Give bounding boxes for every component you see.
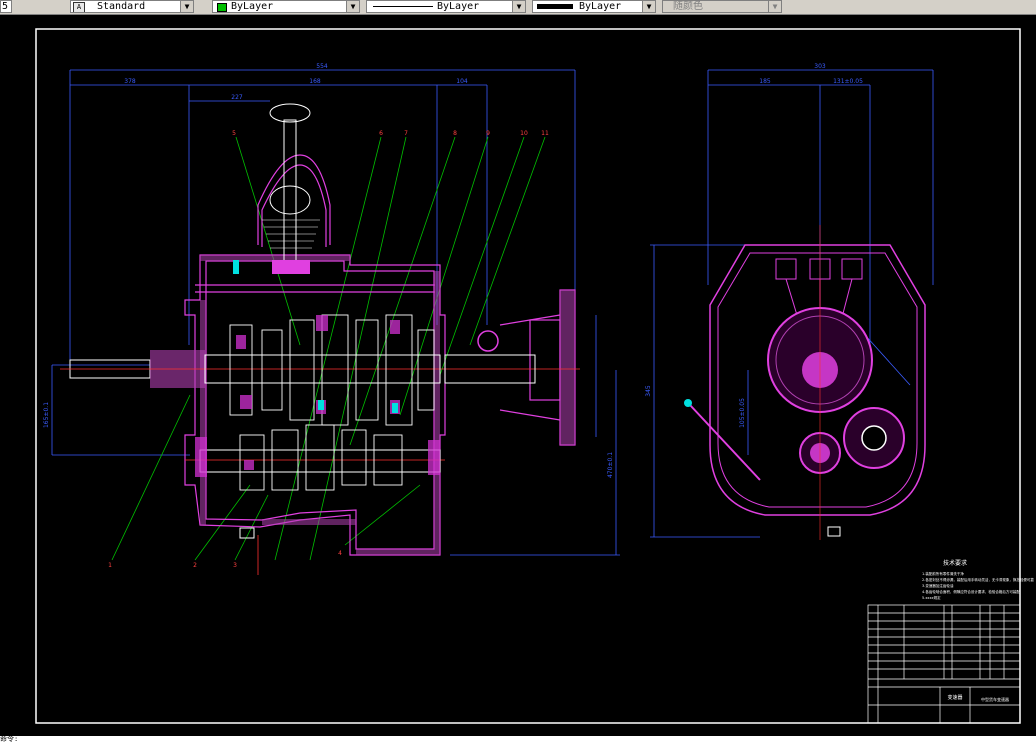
dim-side-inner: 105±0.05 [739,398,746,428]
svg-text:6: 6 [379,130,383,137]
chevron-down-icon: ▼ [768,1,781,12]
side-dimension-lines [650,69,934,538]
dim-left: 378 [124,78,136,85]
text-style-icon: A [73,2,85,12]
chevron-down-icon: ▼ [346,1,359,12]
bearing-markers [233,260,398,413]
gearbox-section-view[interactable]: 554 378 168 227 104 165±0.1 470±0.1 5 6 … [43,63,620,575]
drawing-name: 变速器 [947,694,962,701]
lineweight-preview-icon [537,4,573,9]
dipstick [689,404,761,481]
svg-text:10: 10 [520,130,528,137]
side-drain-plug [827,526,841,537]
dim-top-total: 554 [316,63,328,70]
svg-text:4.各齿轮啮合面积、侧隙应符合设计要求，检验合格后方可装配: 4.各齿轮啮合面积、侧隙应符合设计要求，检验合格后方可装配 [922,589,1020,594]
shift-lever [262,103,320,274]
svg-text:2.各密封处不得渗漏，装配后用手转动灵活，无卡滞现象，换挡轻: 2.各密封处不得渗漏，装配后用手转动灵活，无卡滞现象，换挡轻便可靠 [922,577,1034,582]
sheet-border [35,28,1021,724]
command-line[interactable]: 命令: [0,736,1036,743]
text-style-dropdown[interactable]: A Standard ▼ [70,0,194,13]
dim-vert-right: 470±0.1 [607,452,614,478]
svg-text:5.xxxx规定: 5.xxxx规定 [922,595,941,600]
properties-toolbar: 5 A Standard ▼ ByLayer ▼ ByLayer ▼ ByLay… [0,0,1036,15]
svg-text:7: 7 [404,130,408,137]
technical-notes: 技术要求 1.装配前所有零件清洗干净 2.各密封处不得渗漏，装配后用手转动灵活，… [922,559,1034,600]
housing-hatch [200,255,575,555]
gear-cluster [229,314,435,491]
dipstick-cap [684,399,692,407]
svg-text:9: 9 [486,130,490,137]
drawing-canvas[interactable]: 554 378 168 227 104 165±0.1 470±0.1 5 6 … [0,15,1036,736]
svg-text:1: 1 [108,562,112,569]
svg-text:11: 11 [541,130,549,137]
dimension-lines [51,69,620,556]
svg-text:3: 3 [233,562,237,569]
svg-text:1.装配前所有零件清洗干净: 1.装配前所有零件清洗干净 [922,571,964,576]
part-callouts: 5 6 7 8 9 10 11 1 2 3 4 [108,130,549,569]
notes-title: 技术要求 [943,559,967,567]
dim-side-vert: 345 [645,385,652,397]
dim-right: 104 [456,78,468,85]
color-swatch [217,3,227,12]
dim-227: 227 [231,94,243,101]
chevron-down-icon: ▼ [180,1,193,12]
layer-dropdown-fragment[interactable]: 5 [0,0,12,13]
svg-text:8: 8 [453,130,457,137]
chevron-down-icon: ▼ [642,1,655,12]
svg-text:3.变速器加注齿轮油: 3.变速器加注齿轮油 [922,583,954,588]
gearbox-side-view[interactable]: 303 185 131±0.05 345 105±0.05 [645,63,934,540]
linetype-preview-icon [373,6,433,7]
linetype-dropdown[interactable]: ByLayer ▼ [366,0,526,13]
svg-text:5: 5 [232,130,236,137]
plot-style-dropdown[interactable]: 随颜色 ▼ [662,0,782,13]
dim-side-right: 131±0.05 [833,78,863,85]
drawing-number: 中型货车变速器 [981,696,1009,702]
drain-plug [239,527,255,539]
color-dropdown[interactable]: ByLayer ▼ [212,0,360,13]
dim-mid: 168 [309,78,321,85]
svg-text:4: 4 [338,550,342,557]
speedometer-gear [477,330,499,352]
gear-highlights [195,315,440,477]
dim-side-left: 185 [759,78,771,85]
lineweight-dropdown[interactable]: ByLayer ▼ [532,0,656,13]
side-housing [709,244,926,516]
chevron-down-icon: ▼ [512,1,525,12]
side-housing-inner [717,252,918,508]
dim-side-total: 303 [814,63,826,70]
title-block[interactable] [867,604,1021,724]
title-block-text: 变速器 中型货车变速器 [947,694,1009,702]
dim-vert-left: 165±0.1 [43,402,50,428]
svg-text:2: 2 [193,562,197,569]
